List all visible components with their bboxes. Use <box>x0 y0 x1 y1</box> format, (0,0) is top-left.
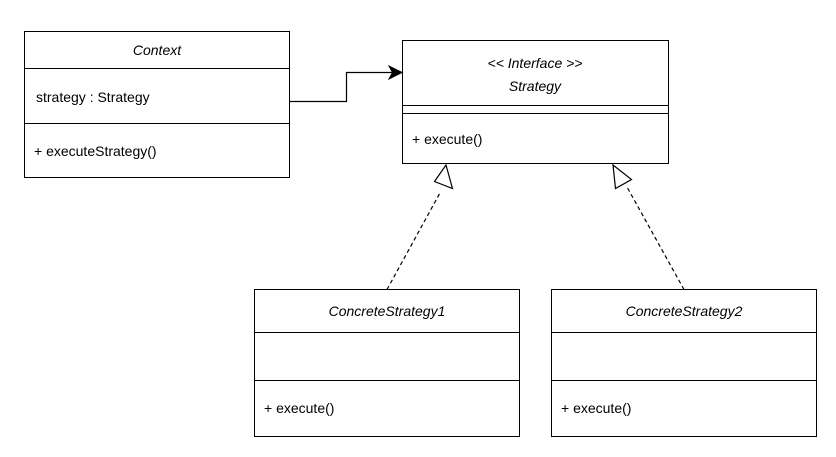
realization-concrete2-strategy[interactable] <box>612 163 685 290</box>
class-strategy-frame <box>402 40 669 164</box>
association-arrowhead <box>387 64 404 81</box>
realization-1-arrowhead <box>433 163 454 190</box>
realization-2-arrowhead <box>612 163 633 190</box>
realization-2-dashed-line <box>626 186 685 290</box>
class-concrete1-title: ConcreteStrategy1 <box>329 303 446 319</box>
class-concrete-strategy-1[interactable]: ConcreteStrategy1 + execute() <box>254 289 520 437</box>
class-context-method: + executeStrategy() <box>34 143 157 159</box>
class-concrete2-title: ConcreteStrategy2 <box>626 303 743 319</box>
class-concrete-strategy-2[interactable]: ConcreteStrategy2 + execute() <box>551 289 817 437</box>
class-context-frame <box>24 31 290 178</box>
association-context-strategy[interactable] <box>289 64 404 103</box>
association-line <box>289 71 392 103</box>
class-strategy-stereotype: << Interface >> <box>488 55 583 71</box>
class-context-attribute: strategy : Strategy <box>36 89 150 105</box>
class-concrete2-method: + execute() <box>561 400 631 416</box>
class-concrete1-frame <box>254 289 520 437</box>
realization-concrete1-strategy[interactable] <box>386 163 454 290</box>
realization-1-dashed-line <box>386 191 442 290</box>
class-strategy-method: + execute() <box>412 131 482 147</box>
class-context[interactable]: Context strategy : Strategy + executeStr… <box>24 31 290 178</box>
class-context-title: Context <box>133 42 182 58</box>
class-strategy-title: Strategy <box>509 78 562 94</box>
class-concrete1-method: + execute() <box>264 400 334 416</box>
class-strategy-interface[interactable]: << Interface >> Strategy + execute() <box>402 40 669 164</box>
